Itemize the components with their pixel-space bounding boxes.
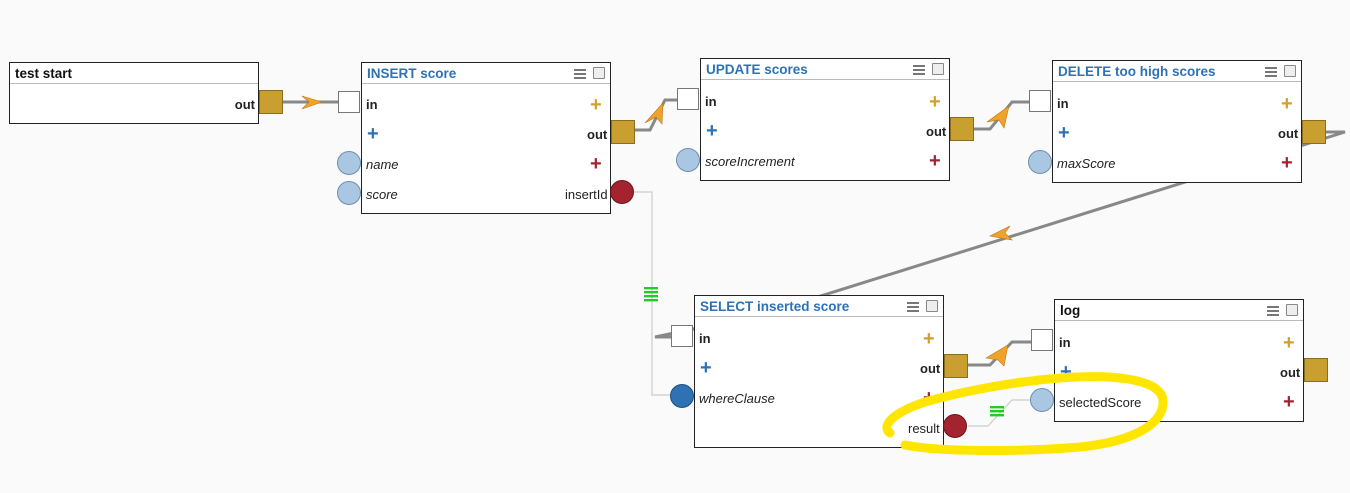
node-title: SELECT inserted score (695, 296, 943, 317)
menu-icon[interactable] (913, 65, 925, 75)
arrow-icon (985, 344, 1009, 367)
out-label: out (1280, 365, 1301, 380)
node-title: DELETE too high scores (1053, 61, 1301, 82)
plus-icon[interactable]: + (929, 150, 941, 172)
out-port[interactable] (259, 90, 283, 114)
node-title: test start (10, 63, 258, 84)
out-label: out (1278, 126, 1299, 141)
node-title: log (1055, 300, 1303, 321)
param-label: scoreIncrement (705, 154, 795, 169)
menu-icon[interactable] (1267, 306, 1279, 316)
plus-icon[interactable]: + (706, 120, 718, 142)
out-port[interactable] (950, 117, 974, 141)
out-port[interactable] (1304, 358, 1328, 382)
out-port[interactable] (944, 354, 968, 378)
data-wire-insertid-to-whereclause[interactable] (634, 191, 671, 396)
arrow-icon (644, 102, 664, 125)
menu-icon[interactable] (574, 69, 586, 79)
checkbox-icon[interactable] (593, 67, 605, 79)
plus-icon[interactable]: + (590, 153, 602, 175)
arrow-icon (986, 105, 1010, 129)
param-label: score (366, 187, 398, 202)
result-label: result (908, 421, 940, 436)
node-insert-score[interactable]: INSERT score in + + out name + score ins… (361, 62, 611, 214)
node-title: INSERT score (362, 63, 610, 84)
out-label: out (234, 97, 255, 112)
node-update-scores[interactable]: UPDATE scores in + + out scoreIncrement … (700, 58, 950, 181)
in-port[interactable] (1031, 329, 1053, 351)
result-label: insertId (565, 187, 608, 202)
checkbox-icon[interactable] (1286, 304, 1298, 316)
in-label: in (705, 94, 717, 109)
plus-icon[interactable]: + (1058, 122, 1070, 144)
stack-icon (644, 287, 658, 302)
param-label: selectedScore (1059, 395, 1142, 410)
plus-icon[interactable]: + (923, 328, 935, 350)
in-port[interactable] (671, 325, 693, 347)
arrow-icon (989, 225, 1013, 241)
in-label: in (1057, 96, 1069, 111)
plus-icon[interactable]: + (367, 123, 379, 145)
node-delete-too-high-scores[interactable]: DELETE too high scores in + + out maxSco… (1052, 60, 1302, 183)
checkbox-icon[interactable] (1284, 65, 1296, 77)
result-port[interactable] (943, 414, 967, 438)
stack-icon (990, 406, 1004, 417)
plus-icon[interactable]: + (1283, 391, 1295, 413)
data-wire-result-to-selectedscore[interactable] (968, 399, 1032, 427)
param-port[interactable] (1030, 388, 1054, 412)
checkbox-icon[interactable] (926, 300, 938, 312)
param-port[interactable] (337, 151, 361, 175)
plus-icon[interactable]: + (1060, 361, 1072, 383)
plus-icon[interactable]: + (923, 387, 935, 409)
param-label: name (366, 157, 399, 172)
in-port[interactable] (677, 88, 699, 110)
node-select-inserted-score[interactable]: SELECT inserted score in + + out whereCl… (694, 295, 944, 448)
param-label: maxScore (1057, 156, 1116, 171)
in-port[interactable] (338, 91, 360, 113)
node-title: UPDATE scores (701, 59, 949, 80)
param-port[interactable] (676, 148, 700, 172)
out-label: out (926, 124, 947, 139)
plus-icon[interactable]: + (1283, 332, 1295, 354)
plus-icon[interactable]: + (1281, 152, 1293, 174)
checkbox-icon[interactable] (932, 63, 944, 75)
plus-icon[interactable]: + (700, 357, 712, 379)
plus-icon[interactable]: + (1281, 93, 1293, 115)
arrow-icon (301, 95, 323, 110)
in-label: in (1059, 335, 1071, 350)
plus-icon[interactable]: + (590, 94, 602, 116)
in-label: in (699, 331, 711, 346)
in-label: in (366, 97, 378, 112)
param-port[interactable] (670, 384, 694, 408)
node-test-start[interactable]: test start out (9, 62, 259, 124)
param-port[interactable] (337, 181, 361, 205)
in-port[interactable] (1029, 90, 1051, 112)
menu-icon[interactable] (907, 302, 919, 312)
param-port[interactable] (1028, 150, 1052, 174)
menu-icon[interactable] (1265, 67, 1277, 77)
param-label: whereClause (699, 391, 775, 406)
out-port[interactable] (611, 120, 635, 144)
node-log[interactable]: log in + + out selectedScore + (1054, 299, 1304, 422)
result-port[interactable] (610, 180, 634, 204)
plus-icon[interactable]: + (929, 91, 941, 113)
out-port[interactable] (1302, 120, 1326, 144)
out-label: out (920, 361, 941, 376)
out-label: out (587, 127, 608, 142)
